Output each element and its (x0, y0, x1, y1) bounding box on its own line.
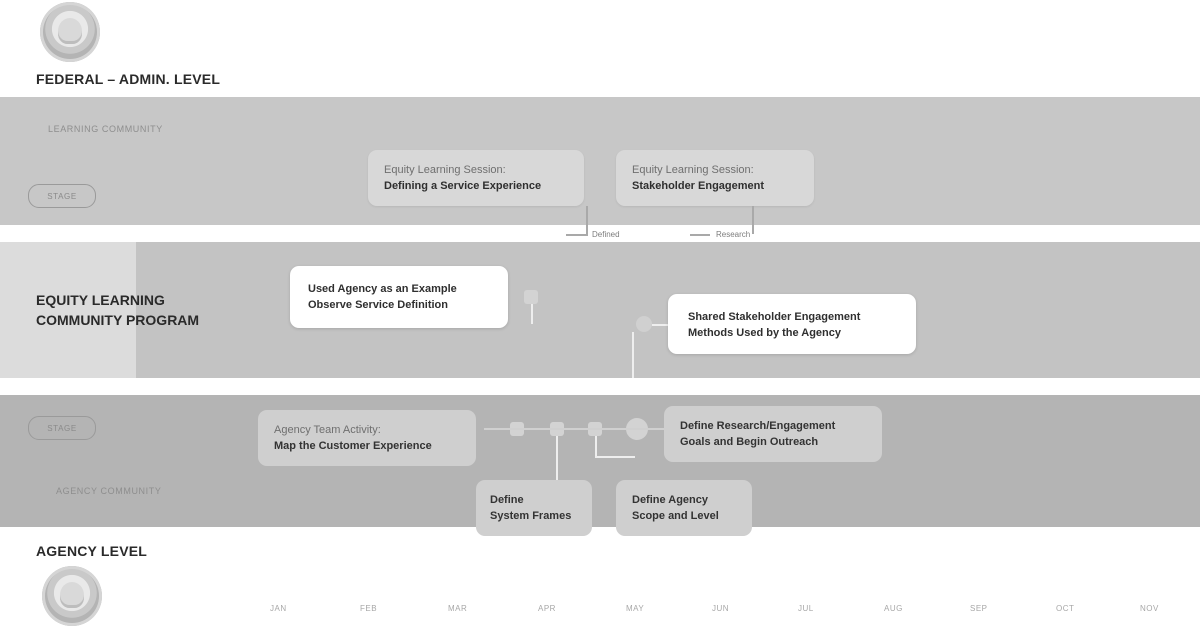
card-agency-goals: Define Research/Engagement Goals and Beg… (664, 406, 882, 462)
agency-stage-pill: STAGE (28, 416, 96, 440)
card-subtitle: Equity Learning Session: (384, 164, 506, 176)
connector-line (595, 456, 635, 458)
program-band (0, 242, 1200, 378)
card-line1: Used Agency as an Example (308, 283, 457, 295)
card-federal-stakeholder-engagement: Equity Learning Session: Stakeholder Eng… (616, 150, 814, 206)
milestone-marker-icon (524, 290, 538, 304)
card-title: Stakeholder Engagement (632, 180, 765, 192)
agency-band (0, 395, 1200, 527)
connector-tag-research: Research (716, 230, 751, 239)
federal-section-caption: LEARNING COMMUNITY (48, 124, 163, 134)
connector-line (556, 436, 558, 480)
federal-seal-icon (40, 2, 100, 62)
timeline-tick: AUG (884, 604, 903, 613)
card-line2: Goals and Begin Outreach (680, 436, 819, 448)
card-line1: Define Agency (632, 494, 709, 506)
connector-line (652, 324, 668, 326)
timeline-tick: MAY (626, 604, 645, 613)
connector-tag-defined: Defined (592, 230, 620, 239)
timeline-tick: OCT (1056, 604, 1075, 613)
card-title: Map the Customer Experience (274, 440, 432, 452)
card-line1: Shared Stakeholder Engagement (688, 311, 861, 323)
timeline-tick: FEB (360, 604, 378, 613)
connector-line (752, 206, 754, 234)
timeline-tick: MAR (448, 604, 468, 613)
card-program-example: Used Agency as an Example Observe Servic… (290, 266, 508, 328)
card-line1: Define (490, 494, 524, 506)
card-define-system-frames: Define System Frames (476, 480, 592, 536)
connector-line (586, 206, 588, 234)
timeline-tick: SEP (970, 604, 988, 613)
agency-level-label: AGENCY LEVEL (36, 543, 148, 559)
connector-line (484, 428, 664, 430)
program-title-line2: COMMUNITY PROGRAM (36, 312, 200, 328)
connector-line (531, 304, 533, 324)
connector-line (595, 436, 597, 456)
connector-line (632, 332, 634, 378)
timeline-tick: JAN (270, 604, 287, 613)
timeline-tick: JUL (798, 604, 814, 613)
agency-seal-icon (42, 566, 102, 626)
program-title-line1: EQUITY LEARNING (36, 292, 165, 308)
card-federal-service-experience: Equity Learning Session: Defining a Serv… (368, 150, 584, 206)
card-title: Defining a Service Experience (384, 180, 542, 192)
program-band-label-area (0, 242, 136, 378)
card-program-methods: Shared Stakeholder Engagement Methods Us… (668, 294, 916, 354)
card-line2: Methods Used by the Agency (688, 327, 842, 339)
federal-band (0, 97, 1200, 225)
connector-line (690, 234, 710, 236)
timeline-tick: APR (538, 604, 556, 613)
agency-section-caption: AGENCY COMMUNITY (56, 486, 162, 496)
federal-level-label: FEDERAL – ADMIN. LEVEL (36, 71, 221, 87)
card-subtitle: Equity Learning Session: (632, 164, 754, 176)
card-line1: Define Research/Engagement (680, 420, 836, 432)
connector-line (566, 234, 588, 236)
card-subtitle: Agency Team Activity: (274, 424, 381, 436)
federal-stage-pill: STAGE (28, 184, 96, 208)
card-define-agency-scope: Define Agency Scope and Level (616, 480, 752, 536)
card-line2: Scope and Level (632, 510, 719, 522)
program-title: EQUITY LEARNING COMMUNITY PROGRAM (36, 290, 199, 330)
timeline-tick: JUN (712, 604, 730, 613)
timeline: JAN FEB MAR APR MAY JUN JUL AUG SEP OCT … (0, 604, 1200, 620)
milestone-dot-icon (636, 316, 652, 332)
card-line2: Observe Service Definition (308, 299, 448, 311)
timeline-tick: NOV (1140, 604, 1159, 613)
card-line2: System Frames (490, 510, 572, 522)
card-agency-activity: Agency Team Activity: Map the Customer E… (258, 410, 476, 466)
